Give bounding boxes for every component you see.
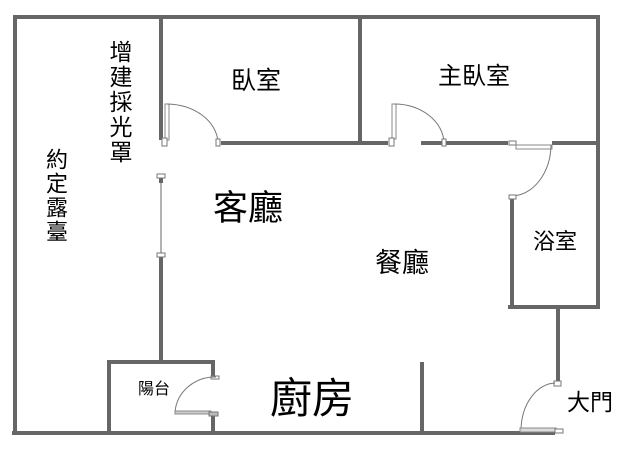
- balcony-door: [174, 375, 220, 417]
- bedroom-door: [161, 103, 221, 147]
- interior-walls: [107, 17, 600, 433]
- room-label-balcony: 陽台: [138, 379, 171, 398]
- room-label-bedroom: 臥室: [231, 66, 282, 95]
- outer-walls: [12, 15, 600, 435]
- main-door: [519, 380, 564, 434]
- room-label-extension: 增建採光罩: [105, 40, 131, 165]
- label-main-door: 大門: [567, 390, 613, 416]
- master-bedroom-door: [388, 103, 447, 147]
- room-label-master-bedroom: 主臥室: [438, 62, 510, 90]
- room-label-living-room: 客廳: [213, 189, 284, 229]
- room-label-bathroom: 浴室: [533, 230, 578, 255]
- bathroom-door: [508, 140, 553, 200]
- room-label-terrace: 約定露臺: [42, 148, 67, 244]
- room-label-dining-room: 餐廳: [375, 248, 429, 279]
- room-label-kitchen: 廚房: [270, 374, 355, 423]
- sliding-door-living: [156, 173, 166, 258]
